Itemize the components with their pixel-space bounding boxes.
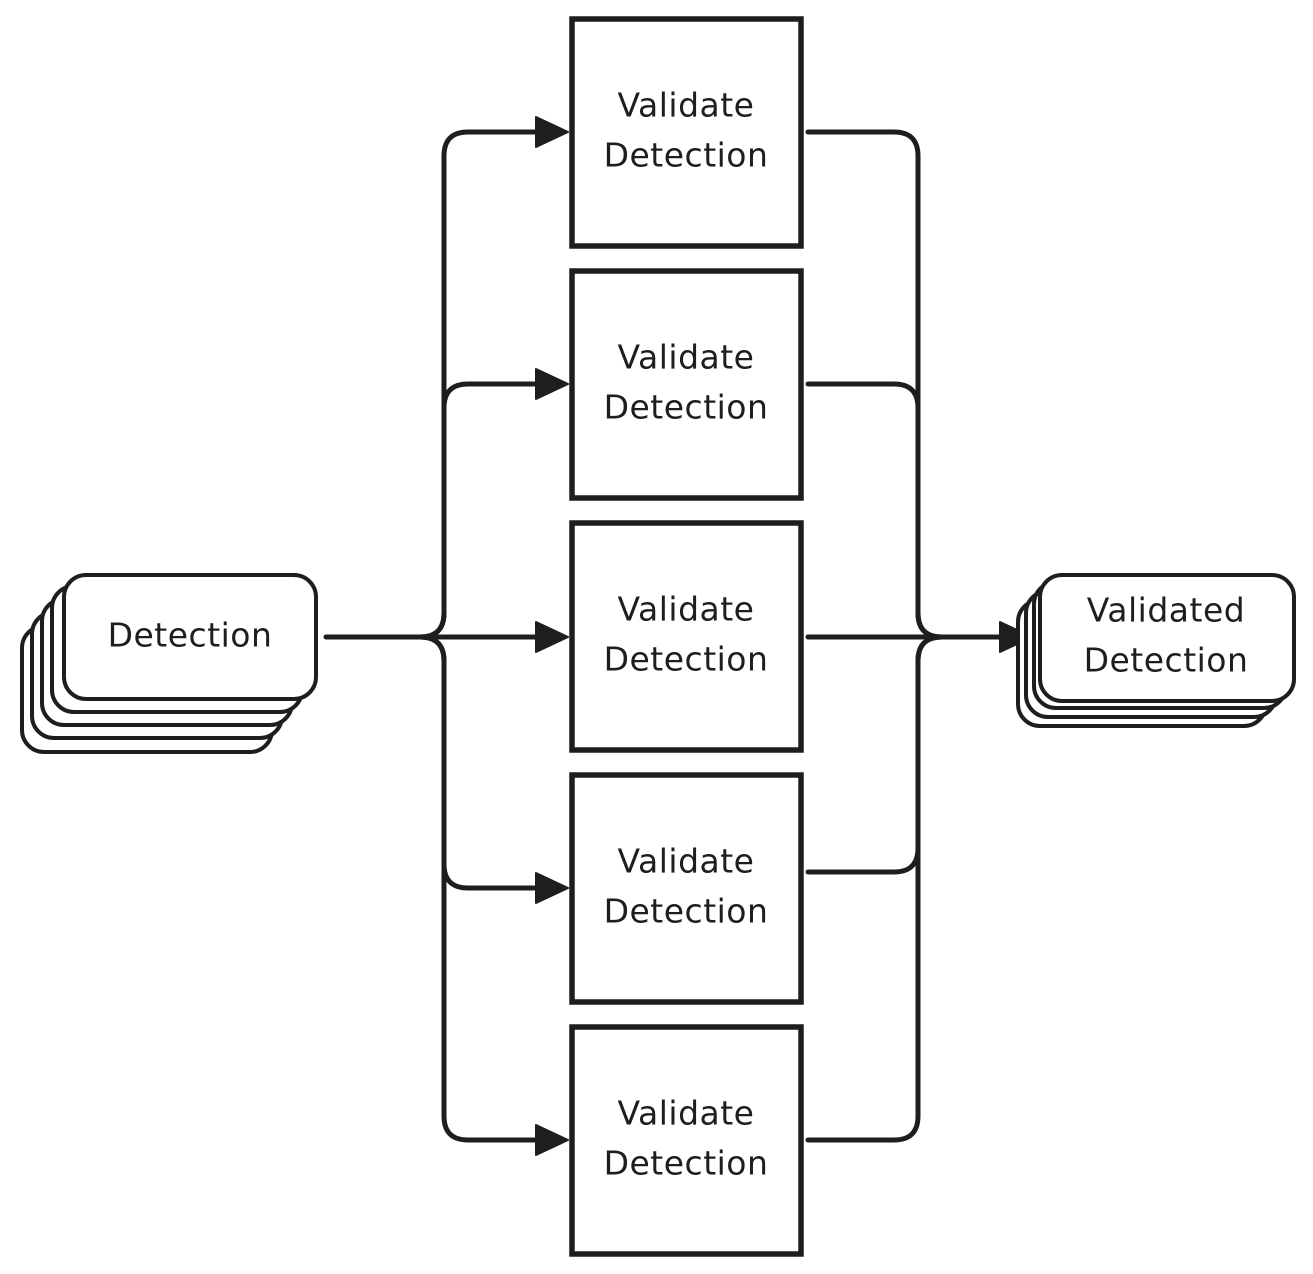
validator-box-2-line2: Detection bbox=[604, 388, 769, 427]
validator-box-4-line2: Detection bbox=[604, 892, 769, 931]
validator-box-3-line2: Detection bbox=[604, 640, 769, 679]
validator-box-2[interactable]: Validate Detection bbox=[569, 268, 804, 501]
validator-box-1[interactable]: Validate Detection bbox=[569, 16, 804, 249]
validator-box-4-line1: Validate bbox=[618, 842, 755, 881]
fan-in-connectors bbox=[805, 129, 1033, 1143]
source-label: Detection bbox=[108, 616, 273, 655]
arrowhead-validator-2 bbox=[535, 368, 569, 400]
validator-box-5[interactable]: Validate Detection bbox=[569, 1024, 804, 1257]
fan-in-from-validator-4 bbox=[805, 634, 945, 875]
fan-in-from-validator-5 bbox=[805, 634, 945, 1143]
validator-box-4[interactable]: Validate Detection bbox=[569, 772, 804, 1005]
validator-box-2-line1: Validate bbox=[618, 338, 755, 377]
fan-in-from-validator-2 bbox=[805, 381, 945, 640]
validator-box-3[interactable]: Validate Detection bbox=[569, 520, 804, 753]
validator-box-5-line1: Validate bbox=[618, 1094, 755, 1133]
fan-out-to-validator-4 bbox=[417, 634, 541, 891]
arrowhead-validator-3 bbox=[535, 621, 569, 653]
validator-box-3-frame bbox=[569, 520, 804, 753]
validator-box-3-line1: Validate bbox=[618, 590, 755, 629]
source-detection-stack[interactable]: Detection bbox=[20, 573, 318, 754]
validator-box-2-frame bbox=[569, 268, 804, 501]
fan-out-connectors bbox=[323, 116, 569, 1156]
fan-out-to-validator-2 bbox=[417, 381, 541, 640]
output-validated-stack[interactable]: Validated Detection bbox=[1016, 573, 1296, 728]
arrowhead-validator-5 bbox=[535, 1124, 569, 1156]
source-card-front bbox=[62, 573, 318, 701]
fan-out-to-validator-5 bbox=[417, 634, 541, 1143]
output-card-front bbox=[1038, 573, 1296, 703]
output-label-line1: Validated bbox=[1087, 591, 1245, 630]
arrowhead-validator-1 bbox=[535, 116, 569, 148]
validator-box-1-line2: Detection bbox=[604, 136, 769, 175]
validator-box-5-frame bbox=[569, 1024, 804, 1257]
arrowhead-validator-4 bbox=[535, 872, 569, 904]
validator-box-5-line2: Detection bbox=[604, 1144, 769, 1183]
output-label-line2: Detection bbox=[1084, 641, 1249, 680]
validator-box-1-line1: Validate bbox=[618, 86, 755, 125]
validator-box-1-frame bbox=[569, 16, 804, 249]
validator-box-4-frame bbox=[569, 772, 804, 1005]
